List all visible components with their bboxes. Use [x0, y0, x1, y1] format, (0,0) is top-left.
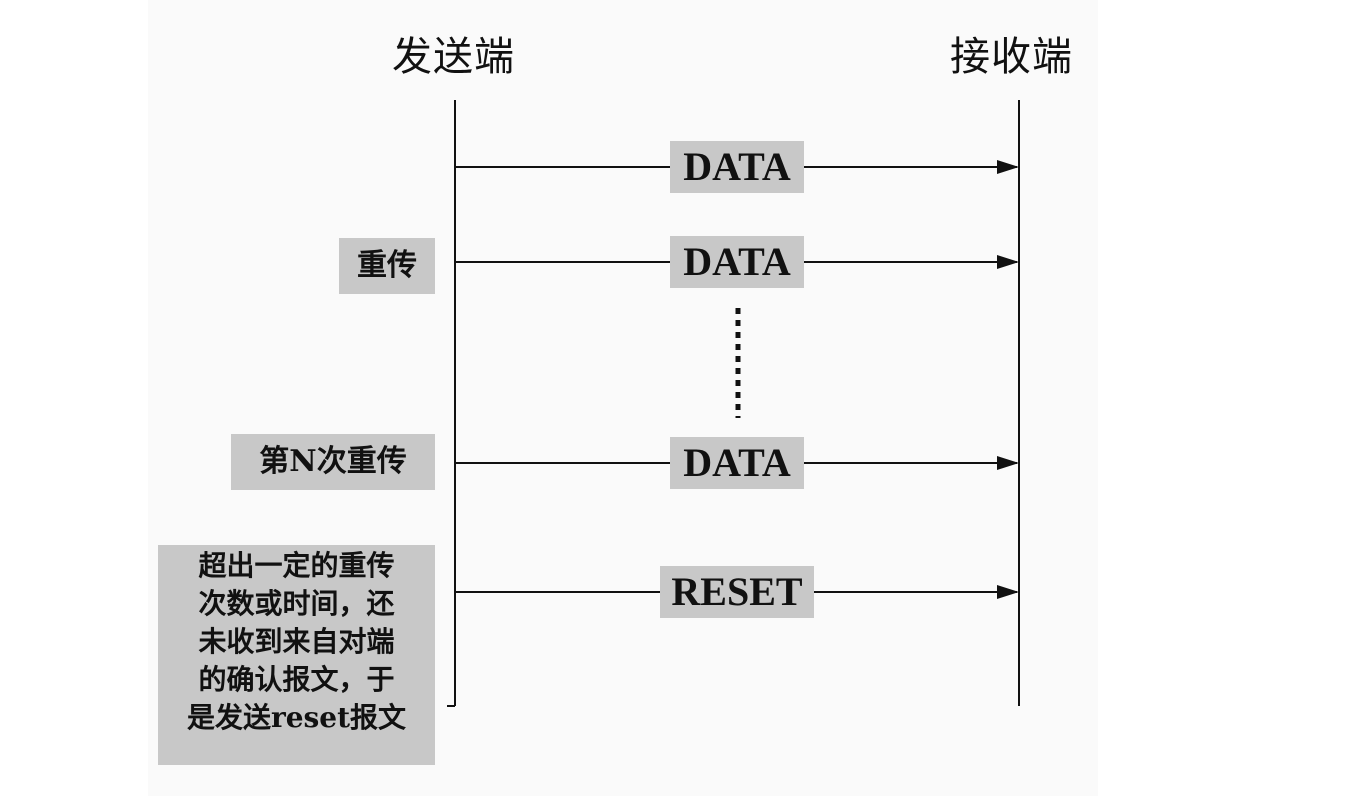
message-label-reset: RESET	[660, 566, 814, 618]
reset-note-line: 是发送reset报文	[186, 701, 407, 734]
reset-note-line: 超出一定的重传	[198, 549, 395, 582]
sender-title: 发送端	[392, 34, 515, 80]
reset-explanation-note: 超出一定的重传 次数或时间，还 未收到来自对端 的确认报文，于 是发送reset…	[158, 545, 435, 765]
message-label-data-1: DATA	[670, 141, 804, 193]
retransmit-note: 重传	[339, 238, 435, 294]
reset-note-line: 的确认报文，于	[198, 663, 395, 696]
message-label-data-2: DATA	[670, 236, 804, 288]
receiver-title: 接收端	[950, 34, 1073, 80]
reset-note-line: 未收到来自对端	[198, 625, 395, 658]
reset-note-line: 次数或时间，还	[198, 587, 395, 620]
nth-retransmit-note: 第N次重传	[231, 434, 435, 490]
message-label-data-n: DATA	[670, 437, 804, 489]
